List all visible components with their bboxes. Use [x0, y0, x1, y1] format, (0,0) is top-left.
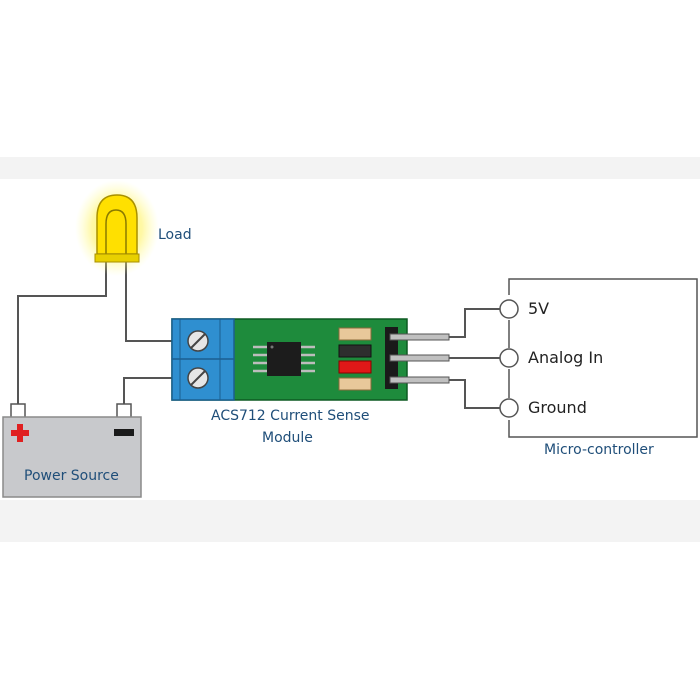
wires — [17, 262, 500, 409]
capacitor-2 — [338, 377, 372, 391]
pin-analog-connector — [499, 348, 519, 368]
pin-ground-connector — [499, 398, 519, 418]
wire-load-to-terminal-top — [125, 262, 172, 342]
pin-analog-label: Analog In — [528, 348, 604, 367]
screw-terminal-icon — [171, 318, 235, 401]
module-label-line2: Module — [262, 430, 313, 446]
led-red — [338, 360, 372, 374]
wire-5v — [449, 308, 500, 338]
pin-5v-label: 5V — [528, 299, 550, 318]
wire-load-to-battery-plus — [17, 262, 107, 404]
wire-ground — [449, 379, 500, 409]
module-label-line1: ACS712 Current Sense — [211, 408, 370, 424]
microcontroller-label: Micro-controller — [544, 442, 654, 458]
top-band — [0, 157, 700, 179]
pin-header-icon — [385, 327, 450, 389]
pin-5v-connector — [499, 299, 519, 319]
power-source-label: Power Source — [24, 468, 119, 484]
capacitor — [338, 327, 372, 341]
battery-icon — [2, 403, 142, 498]
load-label: Load — [158, 227, 192, 243]
bottom-band — [0, 500, 700, 542]
chip-icon — [253, 342, 315, 376]
resistor-dark — [338, 344, 372, 358]
pin-ground-label: Ground — [528, 398, 587, 417]
light-bulb-icon — [75, 180, 159, 276]
acs712-module — [171, 318, 450, 401]
wire-battery-minus-to-terminal — [123, 377, 172, 404]
microcontroller-box — [499, 278, 698, 438]
